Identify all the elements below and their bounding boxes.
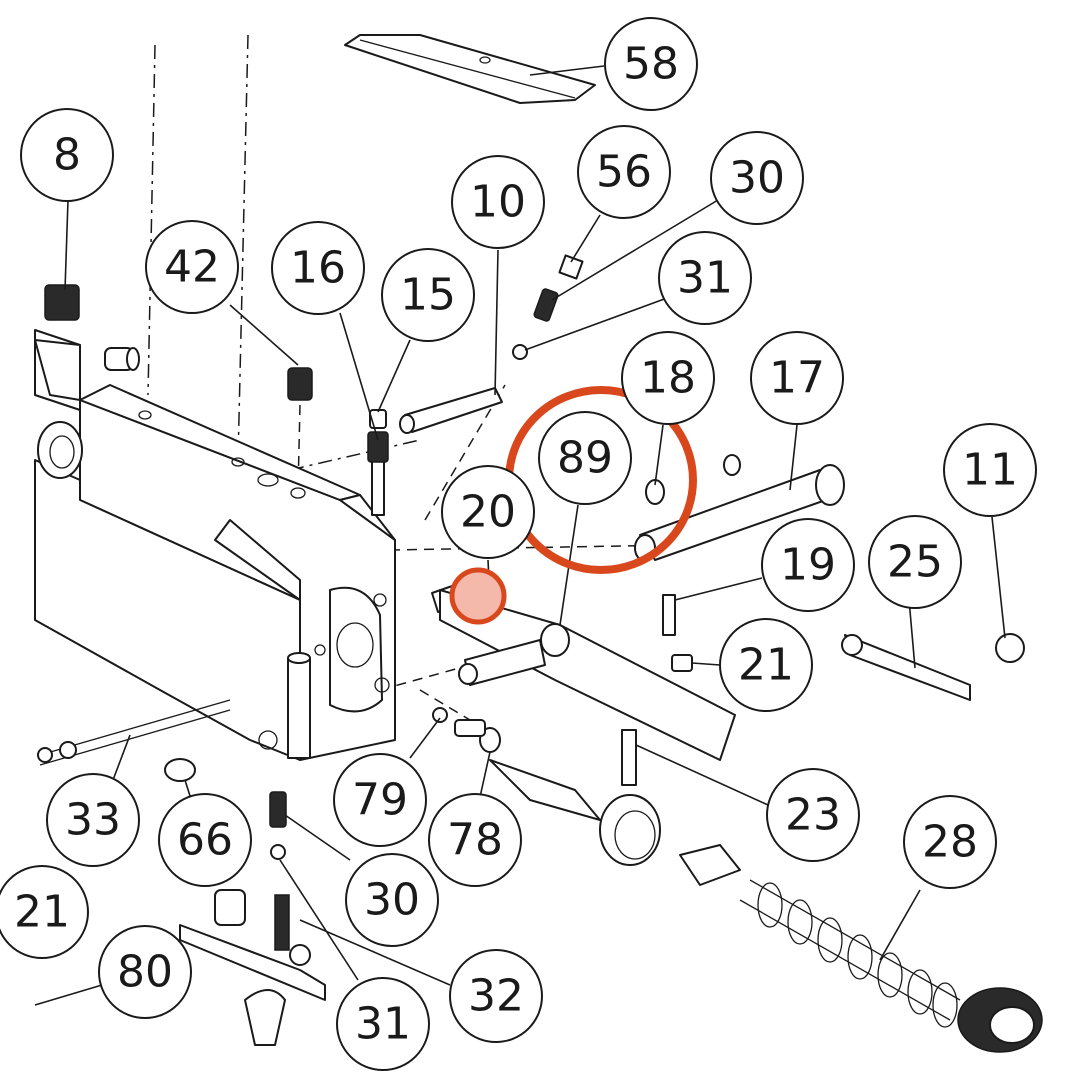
highlight-marker bbox=[449, 567, 507, 625]
svg-text:25: 25 bbox=[887, 537, 943, 588]
svg-text:23: 23 bbox=[785, 790, 841, 841]
callout-25: 25 bbox=[868, 515, 962, 609]
svg-text:80: 80 bbox=[117, 947, 173, 998]
callout-17: 17 bbox=[750, 331, 844, 425]
callout-21-left: 21 bbox=[0, 865, 89, 959]
callout-56: 56 bbox=[577, 125, 671, 219]
callout-21-right: 21 bbox=[719, 618, 813, 712]
svg-text:16: 16 bbox=[290, 243, 346, 294]
callout-23: 23 bbox=[766, 768, 860, 862]
leader-lines bbox=[34, 65, 1006, 1006]
svg-text:17: 17 bbox=[769, 353, 825, 404]
svg-text:32: 32 bbox=[468, 971, 524, 1022]
svg-text:30: 30 bbox=[729, 153, 785, 204]
callout-42: 42 bbox=[145, 220, 239, 314]
svg-text:79: 79 bbox=[352, 775, 408, 826]
callout-10: 10 bbox=[451, 155, 545, 249]
svg-text:19: 19 bbox=[780, 540, 836, 591]
callout-19: 19 bbox=[761, 518, 855, 612]
svg-text:10: 10 bbox=[470, 177, 526, 228]
receiver-block bbox=[34, 329, 396, 761]
svg-text:31: 31 bbox=[355, 999, 411, 1050]
callout-31-top: 31 bbox=[658, 231, 752, 325]
callout-8: 8 bbox=[20, 108, 114, 202]
svg-text:30: 30 bbox=[364, 875, 420, 926]
svg-text:15: 15 bbox=[400, 270, 456, 321]
spring-coils bbox=[757, 882, 958, 1028]
callout-11: 11 bbox=[943, 423, 1037, 517]
svg-text:66: 66 bbox=[177, 815, 233, 866]
callout-78: 78 bbox=[428, 793, 522, 887]
callouts: 58 8 42 16 15 10 56 30 31 18 17 89 20 11… bbox=[0, 17, 1037, 1071]
svg-text:31: 31 bbox=[677, 253, 733, 304]
callout-58: 58 bbox=[604, 17, 698, 111]
svg-text:56: 56 bbox=[596, 147, 652, 198]
svg-text:33: 33 bbox=[65, 795, 121, 846]
callout-30-bottom: 30 bbox=[345, 853, 439, 947]
callout-20: 20 bbox=[441, 465, 535, 559]
svg-text:21: 21 bbox=[14, 887, 70, 938]
callout-31-bottom: 31 bbox=[336, 977, 430, 1071]
callout-79: 79 bbox=[333, 753, 427, 847]
callout-66: 66 bbox=[158, 793, 252, 887]
svg-text:8: 8 bbox=[53, 130, 81, 181]
callout-32: 32 bbox=[449, 949, 543, 1043]
callout-89: 89 bbox=[538, 411, 632, 505]
svg-text:78: 78 bbox=[447, 815, 503, 866]
callout-28: 28 bbox=[903, 795, 997, 889]
small-parts bbox=[37, 254, 1043, 1053]
callout-30-top: 30 bbox=[710, 131, 804, 225]
svg-text:58: 58 bbox=[623, 39, 679, 90]
svg-text:20: 20 bbox=[460, 487, 516, 538]
callout-18: 18 bbox=[621, 331, 715, 425]
svg-text:28: 28 bbox=[922, 817, 978, 868]
svg-text:89: 89 bbox=[557, 433, 613, 484]
callout-33: 33 bbox=[46, 773, 140, 867]
callout-16: 16 bbox=[271, 221, 365, 315]
callout-15: 15 bbox=[381, 248, 475, 342]
part-58-plate bbox=[344, 34, 596, 104]
svg-text:21: 21 bbox=[738, 640, 794, 691]
callout-80: 80 bbox=[98, 925, 192, 1019]
svg-text:18: 18 bbox=[640, 353, 696, 404]
svg-text:11: 11 bbox=[962, 445, 1018, 496]
svg-text:42: 42 bbox=[164, 242, 220, 293]
